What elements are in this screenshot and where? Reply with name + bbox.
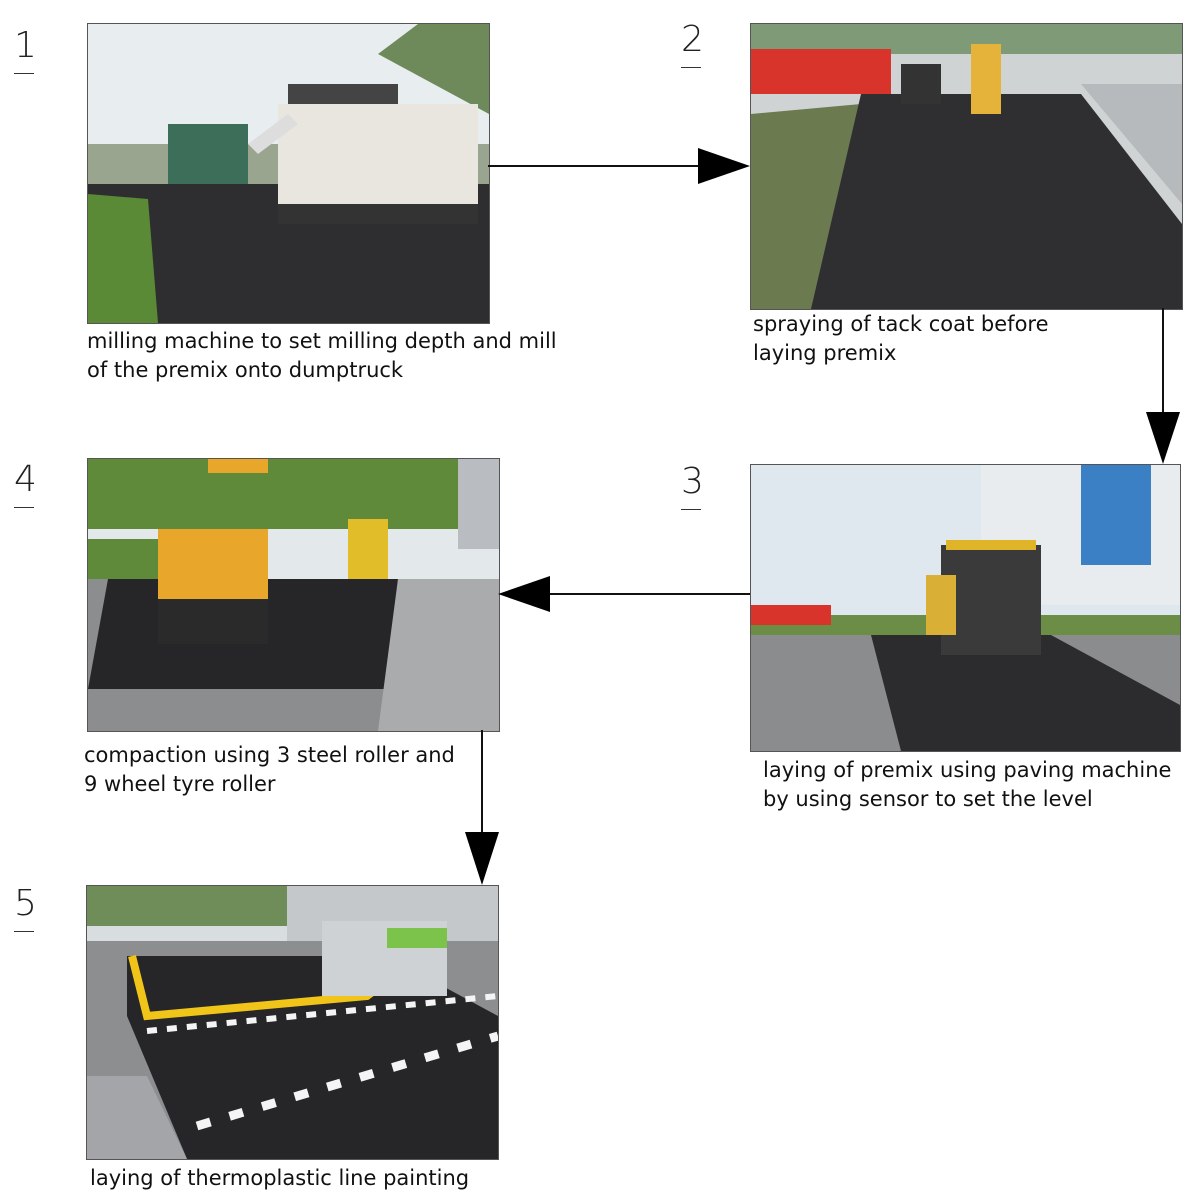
step-number-3: 3 bbox=[681, 461, 704, 510]
step-number-1: 1 bbox=[14, 25, 37, 74]
arrow-1-to-2 bbox=[488, 148, 750, 184]
step-2-caption: spraying of tack coat before laying prem… bbox=[753, 310, 1173, 368]
step-3-photo-paving-machine bbox=[750, 464, 1181, 752]
step-4-caption: compaction using 3 steel roller and 9 wh… bbox=[84, 741, 504, 799]
step-4-photo-compaction-rollers bbox=[87, 458, 500, 732]
step-number-5: 5 bbox=[14, 883, 37, 932]
step-5-photo-line-painting bbox=[86, 885, 499, 1160]
step-number-4: 4 bbox=[14, 459, 37, 508]
arrow-3-to-4 bbox=[498, 576, 750, 612]
step-2-photo-tack-coat-spraying bbox=[750, 23, 1183, 310]
step-4-caption-line-2: 9 wheel tyre roller bbox=[84, 772, 276, 796]
step-3-caption: laying of premix using paving machine by… bbox=[763, 756, 1183, 814]
step-4-caption-line-1: compaction using 3 steel roller and bbox=[84, 743, 455, 767]
step-1-photo-milling-machine bbox=[87, 23, 490, 324]
step-2-caption-line-1: spraying of tack coat before bbox=[753, 312, 1049, 336]
step-5-caption-line-1: laying of thermoplastic line painting bbox=[90, 1166, 470, 1190]
step-2-caption-line-2: laying premix bbox=[753, 341, 897, 365]
step-1-caption: milling machine to set milling depth and… bbox=[87, 327, 567, 385]
step-number-2: 2 bbox=[681, 19, 704, 68]
step-3-caption-line-2: by using sensor to set the level bbox=[763, 787, 1093, 811]
step-1-caption-line-2: of the premix onto dumptruck bbox=[87, 358, 404, 382]
step-3-caption-line-1: laying of premix using paving machine bbox=[763, 758, 1172, 782]
step-1-caption-line-1: milling machine to set milling depth and… bbox=[87, 329, 557, 353]
step-5-caption: laying of thermoplastic line painting bbox=[90, 1164, 510, 1193]
